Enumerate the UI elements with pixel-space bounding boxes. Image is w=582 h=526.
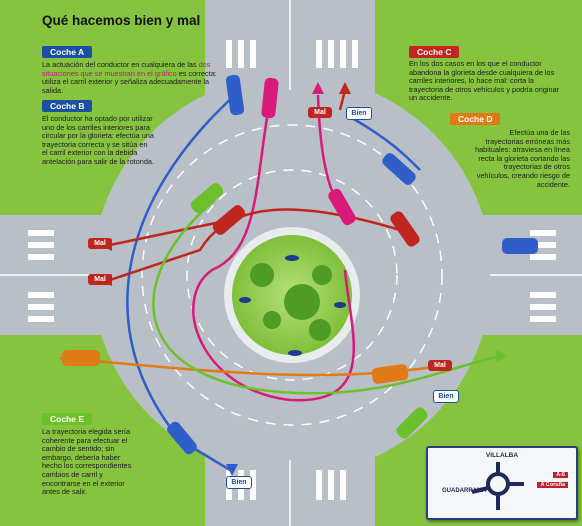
bien-label-right: Bien (433, 390, 459, 403)
coche-e-tag: Coche E (42, 413, 93, 425)
arrow-icon (496, 350, 508, 362)
sign-right-label-1: A-6 (553, 472, 568, 478)
bien-label-bottom: Bien (226, 476, 252, 489)
coche-d-tag: Coche D (450, 113, 501, 125)
car-a-top (225, 74, 245, 116)
car-a-bottom (167, 421, 197, 455)
lamp-icon (239, 297, 251, 303)
car-a-east (502, 238, 538, 254)
coche-a-tag: Coche A (42, 46, 93, 58)
crosswalk-east (530, 230, 556, 322)
lamp-icon (334, 302, 346, 308)
car-a-path-right (351, 116, 421, 171)
lane-marking-inner (186, 169, 398, 381)
bien-label-top: Bien (346, 107, 372, 120)
car-a-right (382, 153, 416, 185)
coche-a-text: La actuación del conductor en cualquiera… (42, 60, 217, 95)
tree-icon (284, 284, 320, 320)
lamp-icon (285, 255, 299, 261)
crosswalk-north (226, 40, 358, 68)
sign-top-label: VILLALBA (485, 452, 519, 459)
car-e-bottom (396, 407, 428, 439)
coche-c-text: En los dos casos en los que el conductor… (409, 59, 560, 103)
arrow-icon (312, 82, 324, 94)
road-sign: VILLALBA GUADARRAMA A-6 A Coruña (426, 446, 578, 520)
arrow-icon (226, 464, 238, 476)
car-c-path-long (109, 208, 401, 282)
lane-marking-outer (141, 124, 443, 426)
coche-c-tag: Coche C (409, 46, 460, 58)
car-d-west (62, 350, 100, 366)
tree-icon (250, 263, 274, 287)
page-title: Qué hacemos bien y mal (42, 13, 201, 28)
crosswalk-west (28, 230, 54, 322)
car-c-path-left (109, 218, 231, 247)
coche-b-tag: Coche B (42, 100, 93, 112)
sign-right-label-2: A Coruña (537, 482, 568, 488)
car-d-east (371, 364, 409, 384)
tree-icon (263, 311, 281, 329)
coche-d-text: Efectúa una de las trayectorias erróneas… (475, 128, 570, 189)
sign-left-label: GUADARRAMA (442, 488, 487, 494)
car-b-path (192, 99, 356, 402)
tree-icon (312, 265, 332, 285)
car-c-right (390, 211, 420, 247)
tree-icon (309, 319, 331, 341)
car-b-top (261, 77, 279, 119)
coche-b-text: El conductor ha optado por utilizar uno … (42, 114, 154, 166)
mal-label-top: Mal (308, 107, 332, 118)
roundabout-sign-icon (471, 462, 524, 510)
car-e-top-left (190, 183, 224, 213)
car-e-path (152, 199, 501, 395)
car-c-left (212, 205, 246, 235)
lamp-icon (288, 350, 302, 356)
mal-label-right: Mal (428, 360, 452, 371)
mal-label-left-1: Mal (88, 238, 112, 249)
mal-label-left-2: Mal (88, 274, 112, 285)
car-e-mid (328, 188, 356, 226)
coche-e-text: La trayectoria elegida sería coherente p… (42, 427, 132, 497)
arrow-icon (339, 82, 351, 94)
